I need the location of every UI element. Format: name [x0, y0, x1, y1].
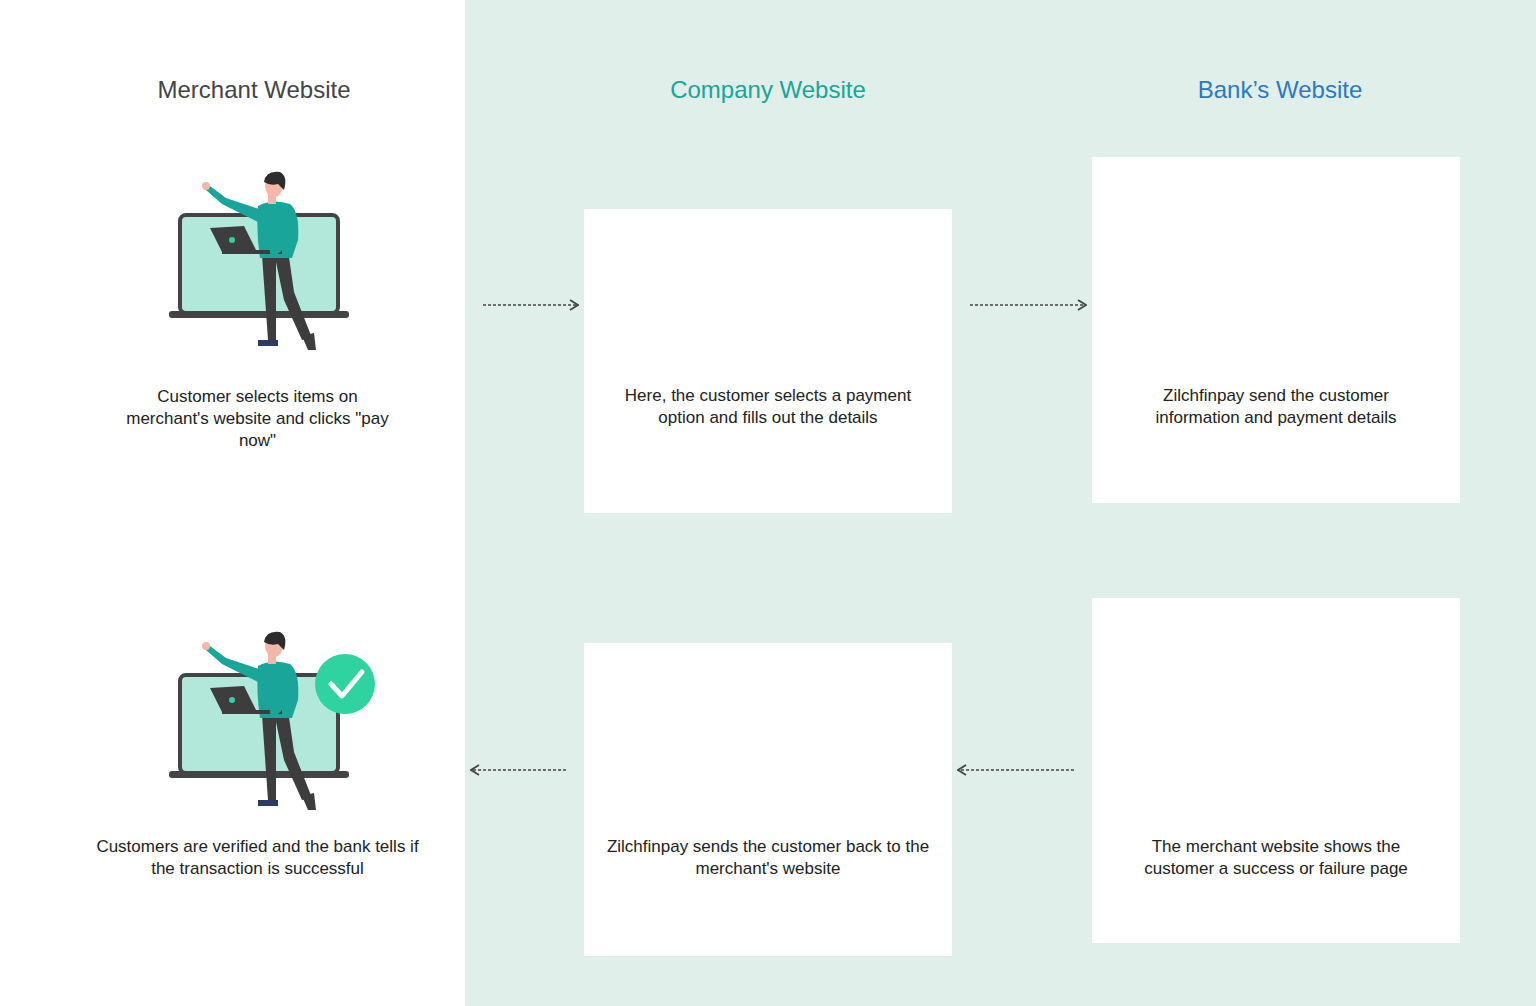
- flow-arrow: [970, 304, 1086, 306]
- flow-arrow: [483, 304, 578, 306]
- process-box: Zilchfinpay sends the customer back to t…: [584, 643, 952, 956]
- flow-arrow: [471, 769, 566, 771]
- flow-arrow: [958, 769, 1074, 771]
- step-text: Zilchfinpay send the customer informatio…: [1121, 385, 1431, 429]
- merchant-step: Customers are verified and the bank tell…: [50, 620, 465, 902]
- process-box: Here, the customer selects a payment opt…: [584, 209, 952, 513]
- merchant-illustration: [169, 172, 349, 350]
- column-heading: Company Website: [568, 74, 968, 106]
- merchant-step: Customer selects items on merchant's web…: [50, 160, 465, 474]
- step-text: Customer selects items on merchant's web…: [118, 386, 398, 452]
- step-text: Customers are verified and the bank tell…: [93, 836, 423, 880]
- step-text: Here, the customer selects a payment opt…: [618, 385, 918, 429]
- process-box: The merchant website shows the customer …: [1092, 598, 1460, 943]
- column-heading: Merchant Website: [54, 74, 454, 106]
- step-text: Zilchfinpay sends the customer back to t…: [603, 836, 933, 880]
- column-heading: Bank’s Website: [1080, 74, 1480, 106]
- success-badge: [315, 654, 375, 714]
- merchant-illustration: [169, 632, 349, 810]
- step-text: The merchant website shows the customer …: [1116, 836, 1436, 880]
- process-box: Zilchfinpay send the customer informatio…: [1092, 157, 1460, 503]
